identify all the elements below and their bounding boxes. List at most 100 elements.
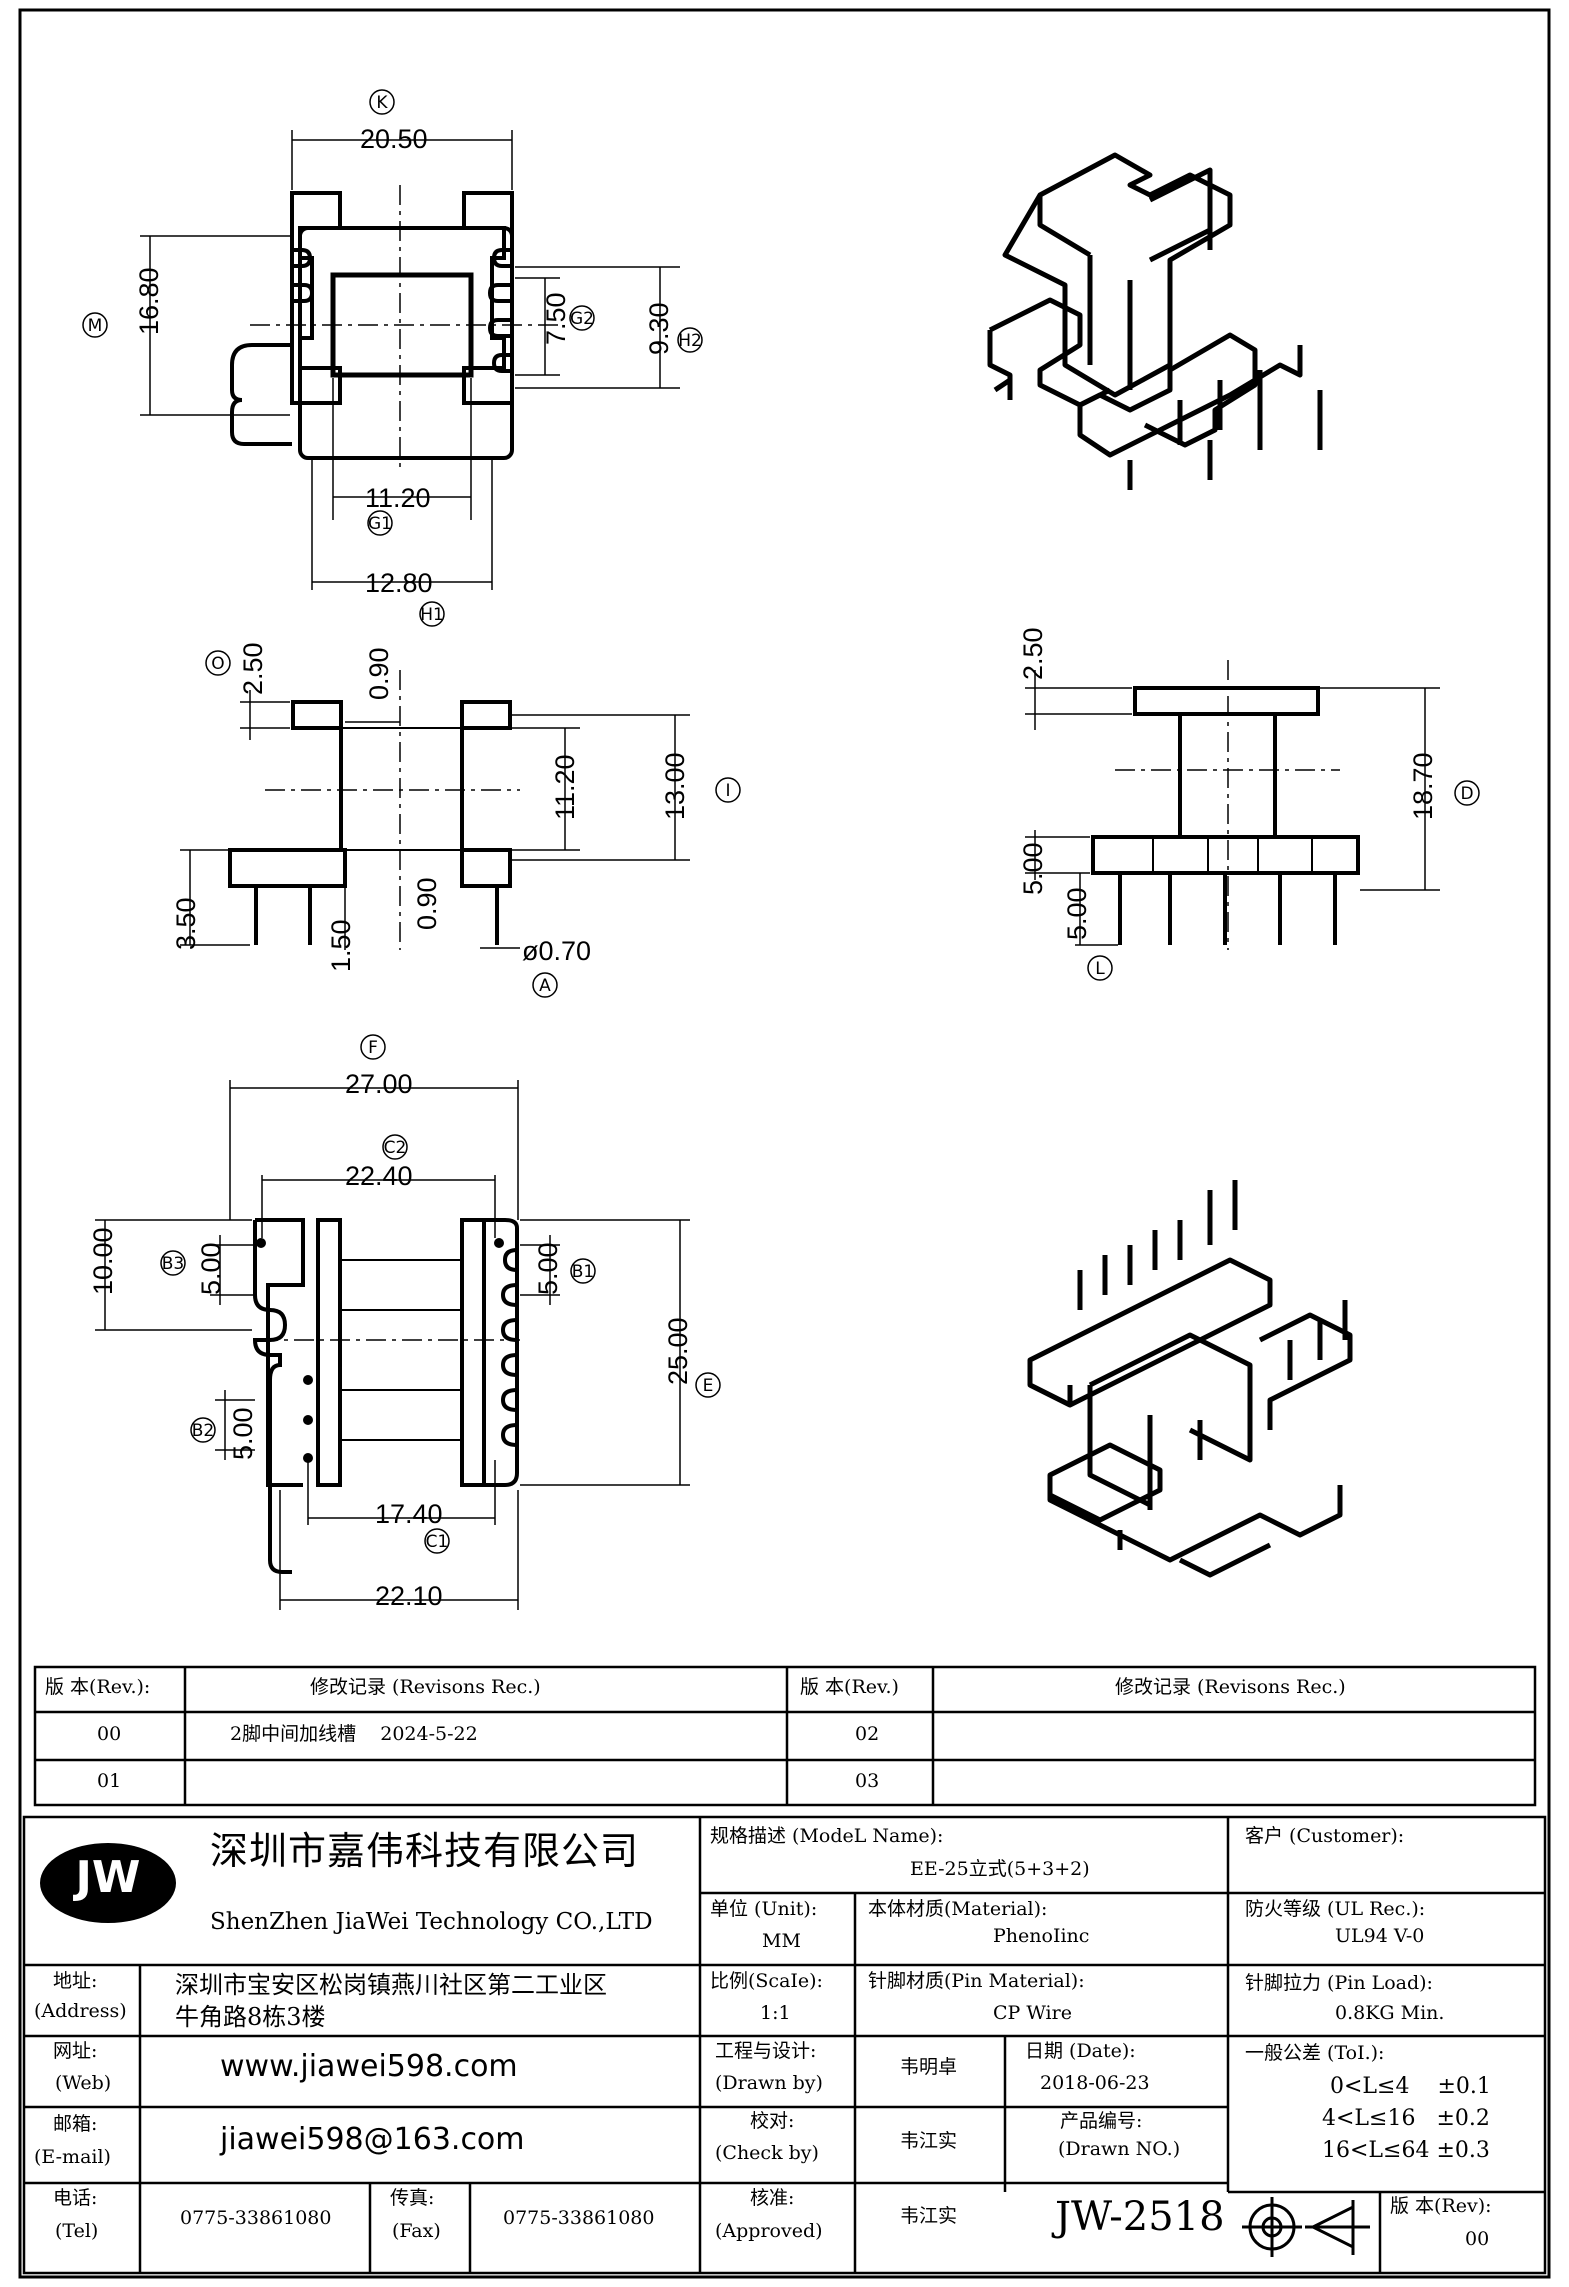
fax-label-en: (Fax) xyxy=(392,2220,441,2242)
svg-text:A: A xyxy=(539,976,551,996)
rev-row-0-rec: 2脚中间加线槽 2024-5-22 xyxy=(230,1723,478,1745)
tolerance-row-3: 16<L≤64 ±0.3 xyxy=(1322,2138,1490,2163)
dim-12-80: 12.80 xyxy=(365,568,433,598)
company-name-en: ShenZhen JiaWei Technology CO.,LTD xyxy=(210,1909,653,1935)
dim-bottom-25-00: 25.00 xyxy=(663,1317,693,1385)
rev-header-rev: 版 本(Rev.): xyxy=(45,1676,151,1698)
svg-text:H2: H2 xyxy=(678,331,702,351)
revision-table xyxy=(33,1665,1537,1807)
pin-load-value: 0.8KG Min. xyxy=(1335,2002,1445,2024)
tel-label: 电话: xyxy=(53,2187,98,2209)
address-line-1: 深圳市宝安区松岗镇燕川社区第二工业区 xyxy=(175,1971,607,1999)
email-link[interactable]: jiawei598@163.com xyxy=(220,2122,525,2157)
svg-text:C1: C1 xyxy=(426,1532,449,1552)
web-label-en: (Web) xyxy=(55,2072,112,2094)
ul-label: 防火等级 (UL Rec.): xyxy=(1245,1898,1426,1920)
web-label: 网址: xyxy=(53,2040,98,2062)
front-view-dims xyxy=(180,670,690,950)
dim-front-pin-dia: ø0.70 xyxy=(522,936,591,966)
isometric-view-bottom xyxy=(1027,1180,1353,1578)
bottom-view-dims xyxy=(95,1080,690,1610)
svg-text:H1: H1 xyxy=(420,605,444,625)
jw-logo xyxy=(40,1843,176,1923)
rev-label: 版 本(Rev): xyxy=(1390,2195,1492,2217)
website-link[interactable]: www.jiawei598.com xyxy=(220,2049,518,2084)
pin-material-value: CP Wire xyxy=(993,2002,1072,2024)
dim-bottom-5-00-right: 5.00 xyxy=(533,1242,563,1295)
dim-11-20: 11.20 xyxy=(365,483,431,513)
front-view-tags: O I A xyxy=(205,650,741,998)
dim-front-0-90-top: 0.90 xyxy=(364,647,394,700)
dim-front-3-50: 3.50 xyxy=(171,897,201,950)
date-value: 2018-06-23 xyxy=(1040,2072,1150,2094)
drawn-value: 韦明卓 xyxy=(900,2056,958,2078)
bottom-view xyxy=(252,1218,519,1574)
rev-header-rec: 修改记录 (Revisons Rec.) xyxy=(310,1676,541,1698)
company-name-cn: 深圳市嘉伟科技有限公司 xyxy=(210,1829,640,1873)
fax-value: 0775-33861080 xyxy=(503,2207,655,2229)
drawing-number: JW-2518 xyxy=(1055,2194,1225,2240)
rev-row-0-rev2: 02 xyxy=(855,1723,880,1745)
dim-20-50: 20.50 xyxy=(360,124,428,154)
approved-label-en: (Approved) xyxy=(715,2220,823,2242)
front-view xyxy=(228,700,512,945)
email-label-en: (E-mail) xyxy=(34,2146,111,2168)
dim-bottom-17-40: 17.40 xyxy=(375,1499,443,1529)
drawn-label: 工程与设计: xyxy=(715,2040,817,2062)
check-label-en: (Check by) xyxy=(715,2142,819,2164)
address-label-en: (Address) xyxy=(34,2000,127,2022)
model-value: EE-25立式(5+3+2) xyxy=(910,1858,1090,1880)
dim-bottom-22-40: 22.40 xyxy=(345,1161,413,1191)
top-view-tags: K M G2 H2 G1 H1 xyxy=(82,89,703,627)
bottom-view-tags: F C2 B3 B1 E B2 C1 xyxy=(160,1034,721,1554)
dim-front-2-50: 2.50 xyxy=(238,642,268,695)
rev-value: 00 xyxy=(1465,2228,1490,2250)
dim-side-5-00-pin: 5.00 xyxy=(1062,887,1092,940)
svg-text:L: L xyxy=(1095,959,1105,979)
dim-bottom-5-00-left: 5.00 xyxy=(196,1242,226,1295)
address-line-2: 牛角路8栋3楼 xyxy=(175,2003,326,2031)
title-block-grid xyxy=(22,1815,1547,2275)
svg-text:C2: C2 xyxy=(384,1138,407,1158)
dim-side-5-00-pitch: 5.00 xyxy=(1018,842,1048,895)
dim-9-30: 9.30 xyxy=(644,302,674,355)
tel-label-en: (Tel) xyxy=(55,2220,99,2242)
svg-text:G2: G2 xyxy=(570,309,594,329)
dim-front-11-20: 11.20 xyxy=(550,754,580,820)
rev-row-0-rev: 00 xyxy=(97,1723,122,1745)
dim-bottom-10-00: 10.00 xyxy=(88,1227,118,1295)
material-label: 本体材质(Material): xyxy=(868,1898,1048,1920)
top-view-dims xyxy=(140,130,680,590)
svg-text:B2: B2 xyxy=(192,1421,214,1441)
model-label: 规格描述 (ModeL Name): xyxy=(710,1825,944,1847)
svg-text:F: F xyxy=(368,1038,378,1058)
svg-text:M: M xyxy=(88,316,103,336)
projection-symbol-icon xyxy=(1242,2197,1370,2257)
svg-text:I: I xyxy=(725,781,730,801)
approved-label: 核准: xyxy=(750,2187,795,2209)
tolerance-label: 一般公差 (ToI.): xyxy=(1245,2042,1385,2064)
page-border xyxy=(18,8,1551,2279)
side-view-dims xyxy=(1025,660,1440,950)
ul-value: UL94 V-0 xyxy=(1335,1925,1425,1947)
dim-side-18-70: 18.70 xyxy=(1408,752,1438,820)
dim-bottom-5-00-b2: 5.00 xyxy=(228,1407,258,1460)
svg-text:D: D xyxy=(1460,784,1473,804)
side-view xyxy=(1091,686,1360,945)
svg-text:K: K xyxy=(376,93,388,113)
material-value: PhenoIinc xyxy=(993,1925,1090,1947)
drawn-label-en: (Drawn by) xyxy=(715,2072,823,2094)
dim-side-2-50: 2.50 xyxy=(1018,627,1048,680)
dim-bottom-27-00: 27.00 xyxy=(345,1069,413,1099)
rev-header-rev2: 版 本(Rev.) xyxy=(800,1676,899,1698)
customer-label: 客户 (Customer): xyxy=(1245,1825,1405,1847)
date-label: 日期 (Date): xyxy=(1025,2040,1136,2062)
fax-label: 传真: xyxy=(390,2187,435,2209)
scale-label: 比例(ScaIe): xyxy=(710,1970,823,1992)
svg-text:O: O xyxy=(211,654,224,674)
tolerance-row-2: 4<L≤16 ±0.2 xyxy=(1322,2106,1490,2131)
dim-front-13-00: 13.00 xyxy=(660,752,690,820)
unit-label: 单位 (Unit): xyxy=(710,1898,818,1920)
scale-value: 1:1 xyxy=(760,2002,791,2024)
